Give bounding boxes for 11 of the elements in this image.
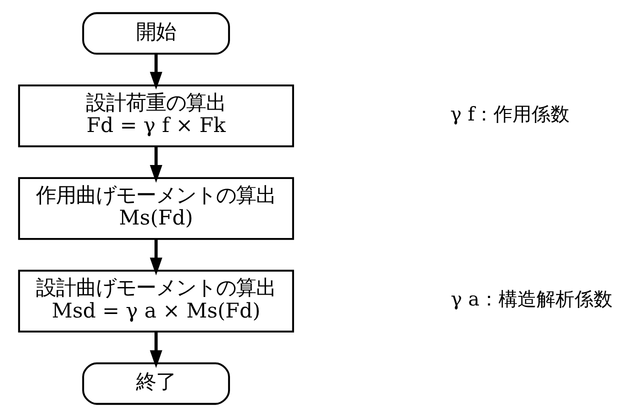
arrow bbox=[150, 146, 162, 183]
node-box: 終了 bbox=[82, 362, 230, 405]
node-box: 設計荷重の算出 Fd = γ f × Fk bbox=[18, 84, 294, 148]
node-box: 開始 bbox=[82, 12, 230, 55]
label: γ a：構造解析係数 bbox=[450, 288, 612, 311]
arrow bbox=[150, 54, 162, 90]
node-box: 作用曲げモーメントの算出 Ms(Fd) bbox=[18, 177, 294, 240]
arrow bbox=[150, 332, 162, 368]
node-box: 設計曲げモーメントの算出 Msd = γ a × Ms(Fd) bbox=[18, 270, 294, 332]
arrow bbox=[150, 239, 162, 276]
label: γ f：作用係数 bbox=[450, 103, 570, 126]
